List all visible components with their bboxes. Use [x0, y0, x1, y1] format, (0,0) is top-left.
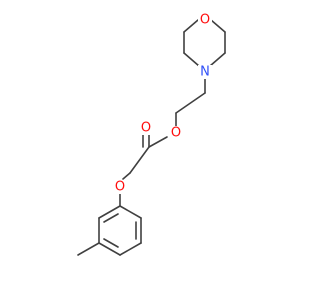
- bond-ring-6: [183, 19, 199, 33]
- atom-o-carbonyl: O: [141, 121, 151, 136]
- bond-ar-inner-2: [103, 238, 119, 248]
- bond-ring-5: [210, 19, 226, 33]
- atom-o-ether: O: [115, 180, 125, 195]
- bond-ring-2: [183, 52, 200, 67]
- bond-ch2-ch2: [175, 92, 206, 114]
- bond-ar-inner-3: [103, 213, 119, 223]
- atom-n-ring: N: [200, 65, 210, 80]
- bond-c-ch2: [129, 146, 150, 174]
- bond-ar-methyl: [77, 242, 100, 256]
- atom-o-ring: O: [200, 13, 210, 28]
- bond-ar-3: [119, 242, 142, 256]
- bond-ar-6: [98, 205, 121, 219]
- atom-bg-o-carbonyl: [139, 121, 153, 135]
- bonds: [77, 19, 226, 256]
- atom-labels: O N O O O: [113, 13, 212, 195]
- molecule-diagram: O N O O O: [77, 13, 226, 256]
- atom-bg-n-ring: [198, 65, 212, 79]
- atom-bg-o-ether: [113, 180, 127, 194]
- bond-o-c: [148, 136, 168, 148]
- bond-ar-4: [98, 242, 121, 256]
- bond-ring-3: [209, 52, 226, 67]
- atom-o-ester: O: [171, 126, 181, 141]
- bond-ch2-oether: [122, 172, 131, 180]
- bond-ar-1: [119, 205, 142, 219]
- atom-bg-o-ester: [169, 126, 183, 140]
- atom-bg-o-ring: [198, 13, 212, 27]
